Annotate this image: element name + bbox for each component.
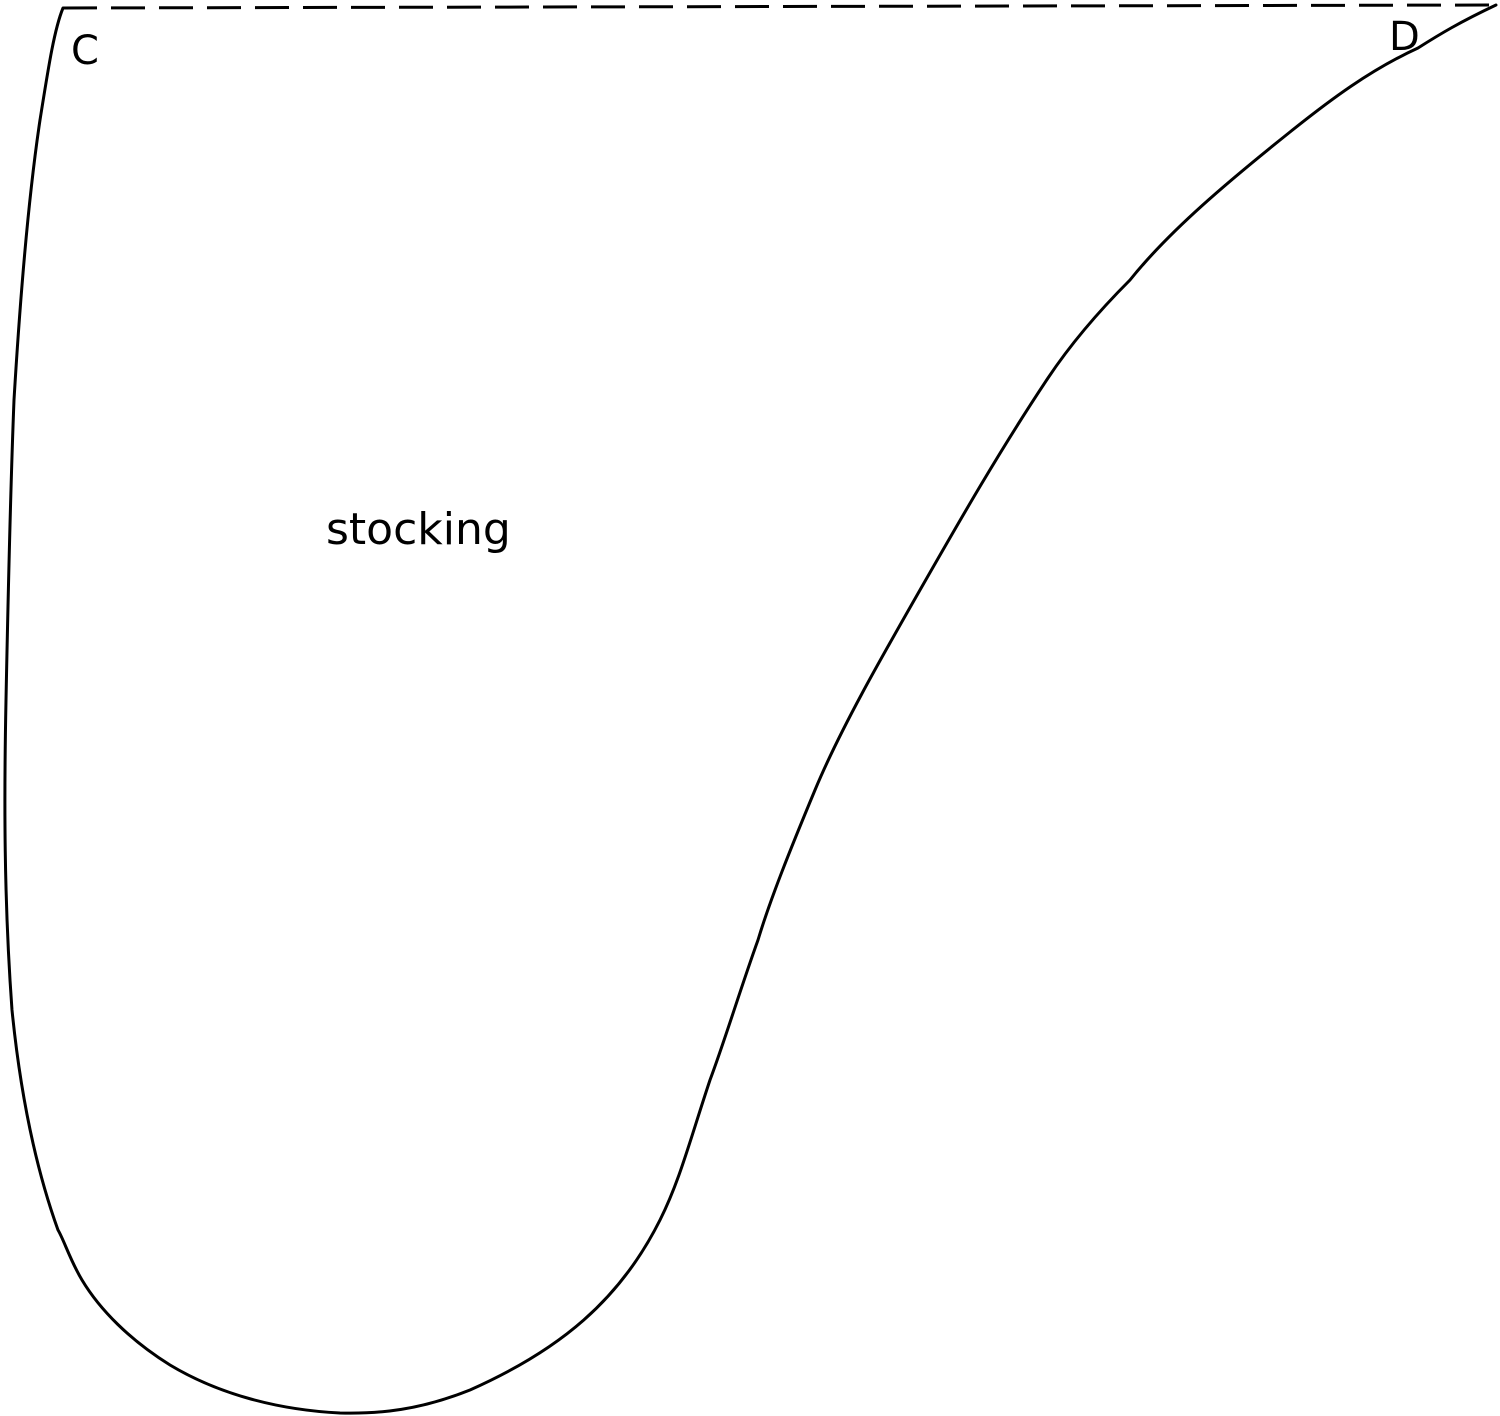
piece-name-label: stocking (326, 504, 511, 555)
corner-label-d: D (1389, 14, 1420, 60)
corner-label-c: C (71, 28, 99, 74)
stocking-outline (3, 3, 1498, 1415)
top-dashed-edge (62, 3, 1497, 10)
